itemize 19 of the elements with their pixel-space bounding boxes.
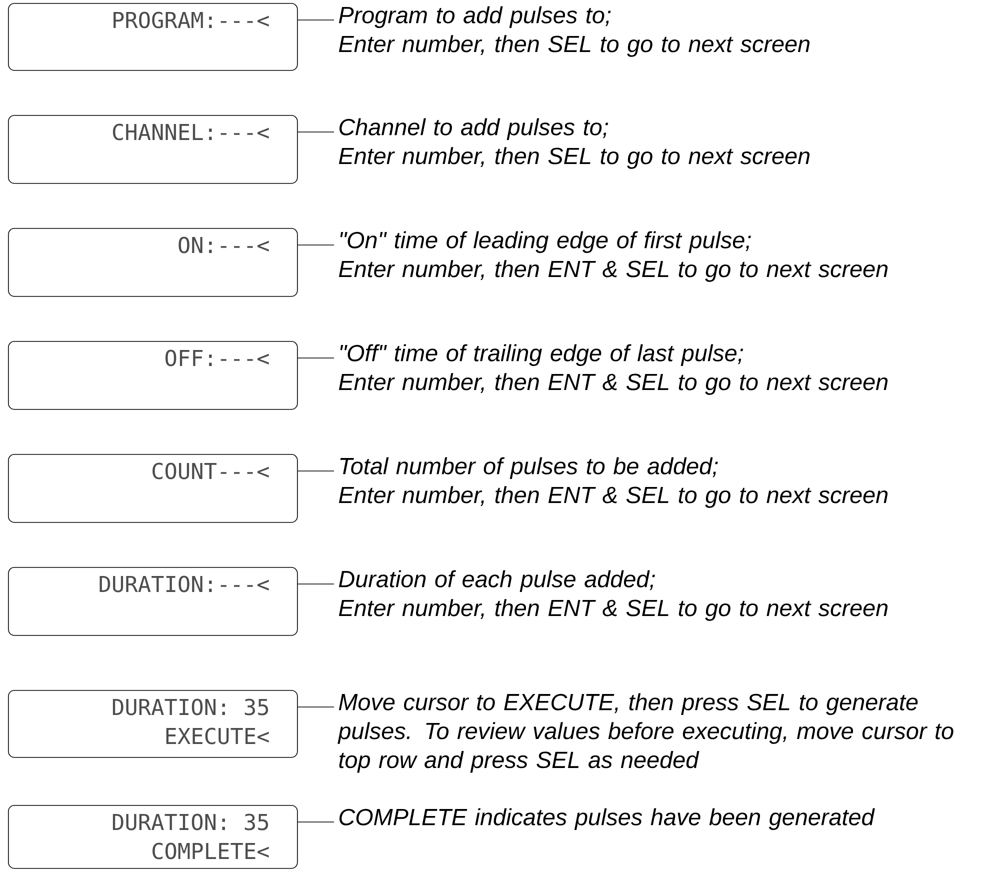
description-text: Total number of pulses to be added; Enter number, then ENT & SEL to go to next screen xyxy=(338,457,888,508)
description-text: "Off" time of trailing edge of last pulse; Enter number, then ENT & SEL to go to next screen xyxy=(338,344,888,395)
lcd-screen: ON:---< xyxy=(8,228,298,297)
leader-line xyxy=(297,706,334,708)
lcd-screen: DURATION: 35 EXECUTE< xyxy=(8,690,298,758)
lcd-screen: DURATION: 35 COMPLETE< xyxy=(8,805,298,869)
description-text: Move cursor to EXECUTE, then press SEL to generate pulses. To review values before executing, move cursor to top row and press SEL as needed xyxy=(338,693,954,773)
leader-line xyxy=(297,244,334,246)
leader-line xyxy=(297,470,334,472)
description-text: Channel to add pulses to; Enter number, then SEL to go to next screen xyxy=(338,118,810,169)
lcd-screen: DURATION:---< xyxy=(8,567,298,636)
lcd-screen: PROGRAM:---< xyxy=(8,3,298,71)
lcd-screen: COUNT---< xyxy=(8,454,298,523)
description-text: Duration of each pulse added; Enter number, then ENT & SEL to go to next screen xyxy=(338,570,888,621)
description-text: Program to add pulses to; Enter number, then SEL to go to next screen xyxy=(338,6,810,57)
lcd-screen: CHANNEL:---< xyxy=(8,115,298,184)
description-text: "On" time of leading edge of first pulse; Enter number, then ENT & SEL to go to next screen xyxy=(338,231,888,282)
description-text: COMPLETE indicates pulses have been generated xyxy=(340,808,875,830)
lcd-screen: OFF:---< xyxy=(8,341,298,410)
